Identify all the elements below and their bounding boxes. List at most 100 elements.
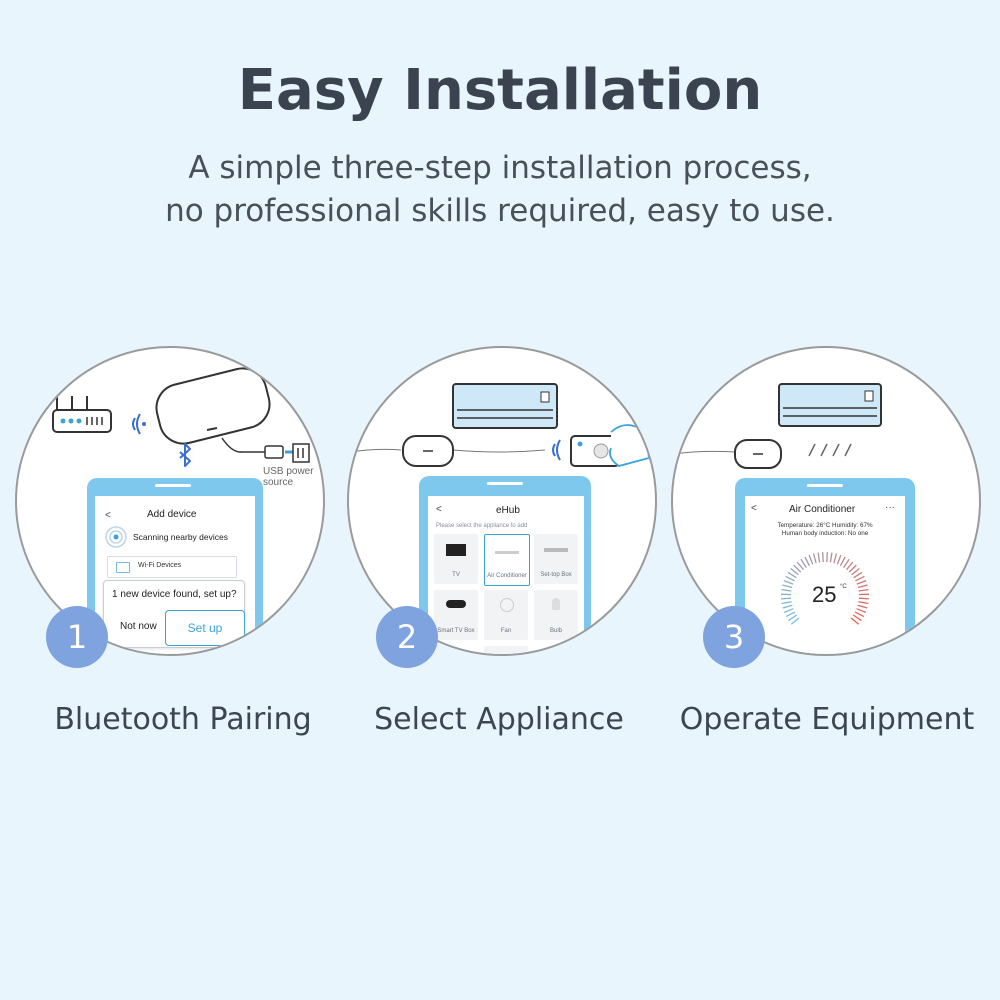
dial-tick (790, 617, 800, 625)
step-1-badge: 1 (46, 606, 108, 668)
step-1-scene (52, 367, 310, 467)
dial-tick (782, 604, 793, 609)
scanning-text: Scanning nearby devices (133, 532, 228, 542)
tv-icon (446, 544, 466, 556)
set-up-button[interactable]: Set up (165, 610, 245, 646)
wifi-devices-item[interactable]: Wi-Fi Devices (107, 556, 237, 578)
dial-tick (858, 588, 869, 592)
phone-frame: < eHub Please select the appliance to ad… (419, 476, 591, 654)
dial-tick (790, 567, 799, 576)
dial-tick (857, 604, 868, 609)
tile-more[interactable] (484, 646, 528, 654)
step-3-scene (673, 383, 882, 469)
dial-tick (853, 571, 863, 579)
step-3-illustration: < ··· Air Conditioner Temperature: 26°C … (671, 346, 981, 656)
set-top-box-icon (544, 548, 568, 552)
wifi-devices-label: Wi-Fi Devices (138, 562, 182, 569)
usb-plug-icon (264, 443, 310, 463)
dial-tick (781, 588, 792, 592)
dial-tick (836, 554, 842, 565)
air-conditioner-icon (452, 383, 558, 429)
dial-tick (829, 552, 833, 563)
screen-title: Add device (147, 509, 197, 520)
dial-tick (788, 614, 798, 622)
dial-tick (808, 554, 814, 565)
subtitle-line-2: no professional skills required, easy to… (165, 193, 835, 229)
usb-label-line-1: USB power (263, 466, 314, 477)
back-button[interactable]: < (751, 503, 757, 514)
back-button[interactable]: < (105, 510, 111, 521)
info-line-2: Human body induction: No one (781, 530, 869, 537)
remote-control-icon (570, 435, 620, 467)
dial-tick (785, 611, 796, 618)
step-2-label: Select Appliance (374, 702, 624, 737)
subtitle-line-1: A simple three-step installation process… (188, 150, 812, 186)
phone-screen: < ··· Air Conditioner Temperature: 26°C … (745, 496, 905, 654)
air-conditioner-icon (778, 383, 882, 427)
dial-tick (783, 579, 794, 585)
dial-tick (852, 614, 862, 622)
step-1-label: Bluetooth Pairing (54, 702, 312, 737)
phone-screen: < eHub Please select the appliance to ad… (428, 496, 584, 654)
dial-tick (826, 552, 828, 563)
dial-tick (785, 575, 795, 582)
hub-device-icon (734, 439, 782, 469)
step-3-label: Operate Equipment (679, 702, 975, 737)
dial-tick (783, 608, 794, 614)
bulb-icon (552, 598, 560, 610)
tile-smart-tv-box[interactable]: Smart TV Box (434, 590, 478, 640)
tv-box-icon (446, 600, 466, 608)
device-icon (116, 562, 130, 573)
dial-tick (858, 601, 869, 605)
dial-tick (781, 597, 792, 600)
dial-tick (793, 564, 802, 573)
tile-set-top-box[interactable]: Set-top Box (534, 534, 578, 584)
step-2-illustration: < eHub Please select the appliance to ad… (347, 346, 657, 656)
usb-label-line-2: source (263, 477, 294, 488)
tile-bulb[interactable]: Bulb (534, 590, 578, 640)
dial-tick (858, 597, 869, 600)
dial-tick (843, 558, 850, 568)
router-icon (52, 396, 112, 433)
phone-frame: < ··· Air Conditioner Temperature: 26°C … (735, 478, 915, 654)
step-1-illustration: USB power source < Add device Scanning n… (15, 346, 325, 656)
temperature-dial[interactable] (775, 544, 875, 634)
dial-tick (796, 561, 804, 571)
info-line-1: Temperature: 26°C Humidity: 67% (777, 522, 873, 529)
bluetooth-icon (179, 443, 191, 467)
dial-tick (817, 552, 821, 563)
hub-device-icon (402, 435, 454, 467)
step-2-scene (349, 383, 651, 467)
tile-tv[interactable]: TV (434, 534, 478, 584)
dial-tick (855, 575, 865, 582)
tile-air-conditioner[interactable]: Air Conditioner (484, 534, 530, 586)
not-now-button[interactable]: Not now (120, 621, 157, 632)
dial-tick (856, 579, 867, 585)
dial-tick (800, 558, 807, 568)
dial-tick (787, 571, 797, 579)
dial-tick (851, 567, 860, 576)
tile-fan[interactable]: Fan (484, 590, 528, 640)
more-menu-button[interactable]: ··· (885, 502, 895, 513)
temperature-value: 25 (812, 582, 837, 607)
wifi-signal-icon (132, 413, 146, 435)
hand-icon (609, 424, 651, 467)
step-3-badge: 3 (703, 606, 765, 668)
screen-title: eHub (496, 505, 520, 516)
step-2-badge: 2 (376, 606, 438, 668)
dial-tick (782, 584, 793, 589)
dial-tick (839, 556, 846, 567)
popup-text: 1 new device found, set up? (112, 589, 237, 600)
screen-title: Air Conditioner (789, 504, 856, 515)
fan-icon (500, 598, 514, 612)
dial-tick (822, 552, 824, 563)
dial-tick (848, 564, 857, 573)
scan-icon (105, 526, 127, 548)
ac-icon (495, 551, 519, 554)
dial-tick (857, 584, 868, 589)
back-button[interactable]: < (436, 504, 442, 515)
dial-tick (854, 611, 865, 618)
page-title: Easy Installation (237, 58, 763, 123)
dial-tick (812, 553, 817, 564)
dial-tick (846, 561, 854, 571)
